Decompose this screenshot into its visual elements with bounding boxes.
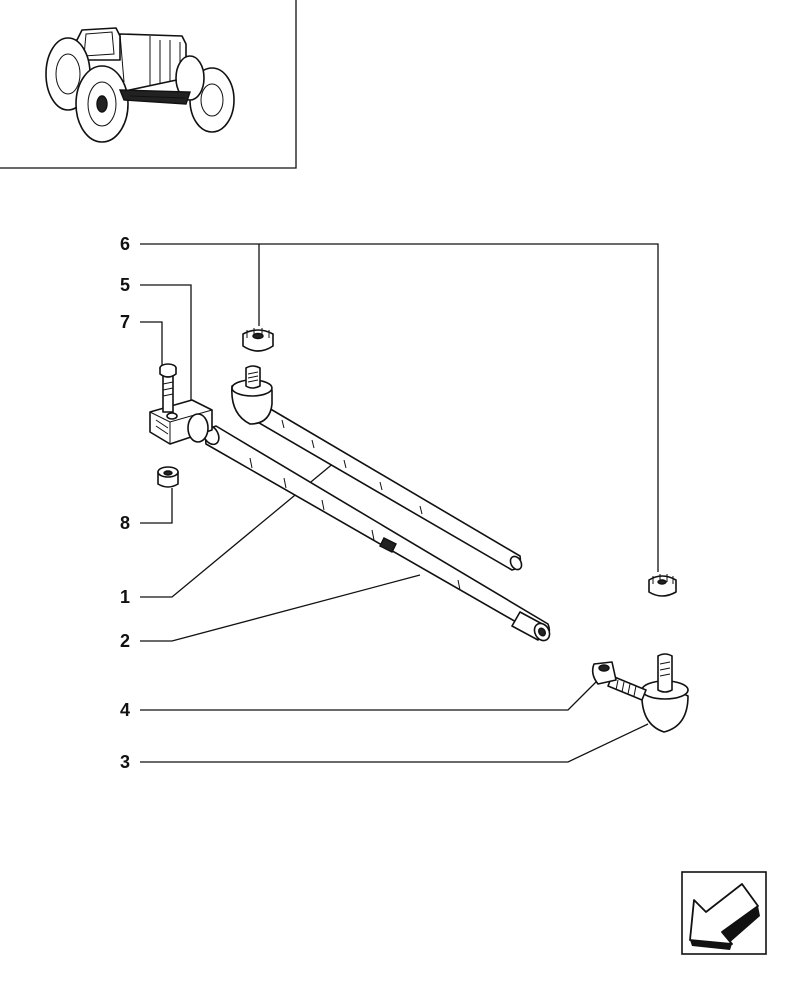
callout-8: 8: [120, 513, 130, 533]
tube-lower: [202, 424, 551, 642]
callout-1: 1: [120, 587, 130, 607]
thumbnail-frame: [0, 0, 297, 169]
leader-7: [140, 321, 163, 370]
leader-1: [140, 461, 336, 598]
callout-5: 5: [120, 275, 130, 295]
leader-2: [140, 574, 421, 642]
leader-3: [140, 723, 649, 763]
tie-rod-upper: [231, 365, 523, 571]
callout-3: 3: [120, 752, 130, 772]
callout-labels: 6 5 7 8 1 2 4 3: [120, 234, 130, 772]
callout-2: 2: [120, 631, 130, 651]
clamp: [149, 399, 213, 445]
bolt: [159, 363, 177, 413]
leader-4: [140, 677, 601, 711]
leader-lines: [140, 243, 659, 763]
clamp-bolt: [591, 661, 647, 701]
hex-nut: [157, 466, 179, 488]
leader-6: [140, 243, 659, 572]
leader-5: [140, 284, 192, 405]
tractor-thumbnail: [0, 0, 297, 169]
castle-nut-top: [242, 328, 274, 352]
tractor-icon: [45, 27, 235, 143]
callout-6: 6: [120, 234, 130, 254]
ball-joint-end: [641, 653, 689, 733]
castle-nut-right: [648, 574, 677, 597]
callout-7: 7: [120, 312, 130, 332]
arrow-down-left-icon[interactable]: [681, 871, 767, 955]
callout-4: 4: [120, 700, 130, 720]
leader-8: [140, 488, 173, 524]
